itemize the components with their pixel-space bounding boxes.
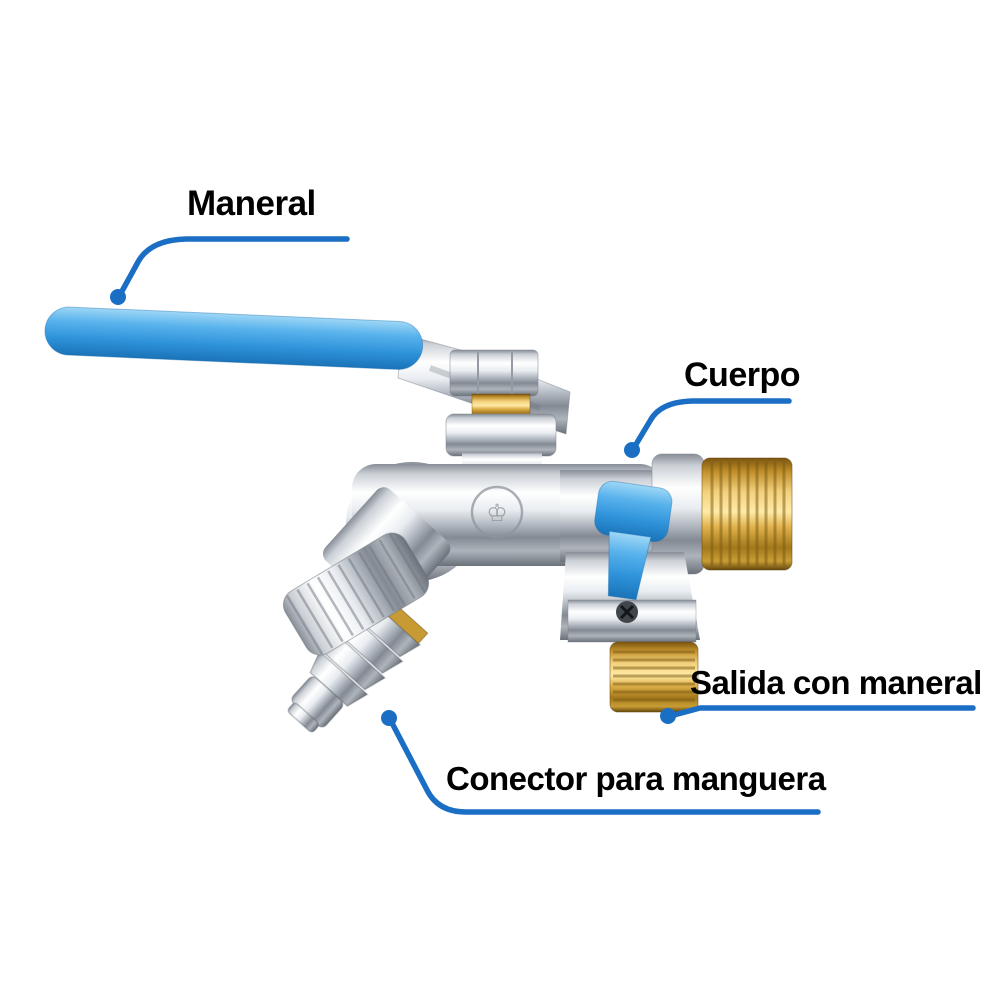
knurled-nut	[282, 532, 430, 656]
leader-cuerpo	[624, 398, 792, 458]
handle-lever	[44, 306, 424, 370]
outlet-thread	[609, 641, 699, 713]
packing-nut	[445, 413, 557, 457]
stem-nut	[449, 349, 539, 397]
svg-text:♔: ♔	[486, 499, 508, 527]
label-maneral: Maneral	[187, 184, 316, 223]
brand-stamp-icon: ♔	[470, 485, 524, 539]
faucet-body-group: ♔	[44, 306, 793, 733]
inlet-thread	[701, 457, 793, 571]
leader-maneral	[110, 236, 350, 305]
leader-salida	[660, 705, 976, 724]
label-conector-para-manguera: Conector para manguera	[446, 760, 826, 797]
label-salida-con-maneral: Salida con maneral	[690, 664, 982, 701]
label-cuerpo: Cuerpo	[684, 356, 801, 394]
outlet-mini-handle	[594, 480, 673, 601]
handle-screw-icon	[616, 601, 638, 623]
leader-conector	[381, 710, 821, 815]
